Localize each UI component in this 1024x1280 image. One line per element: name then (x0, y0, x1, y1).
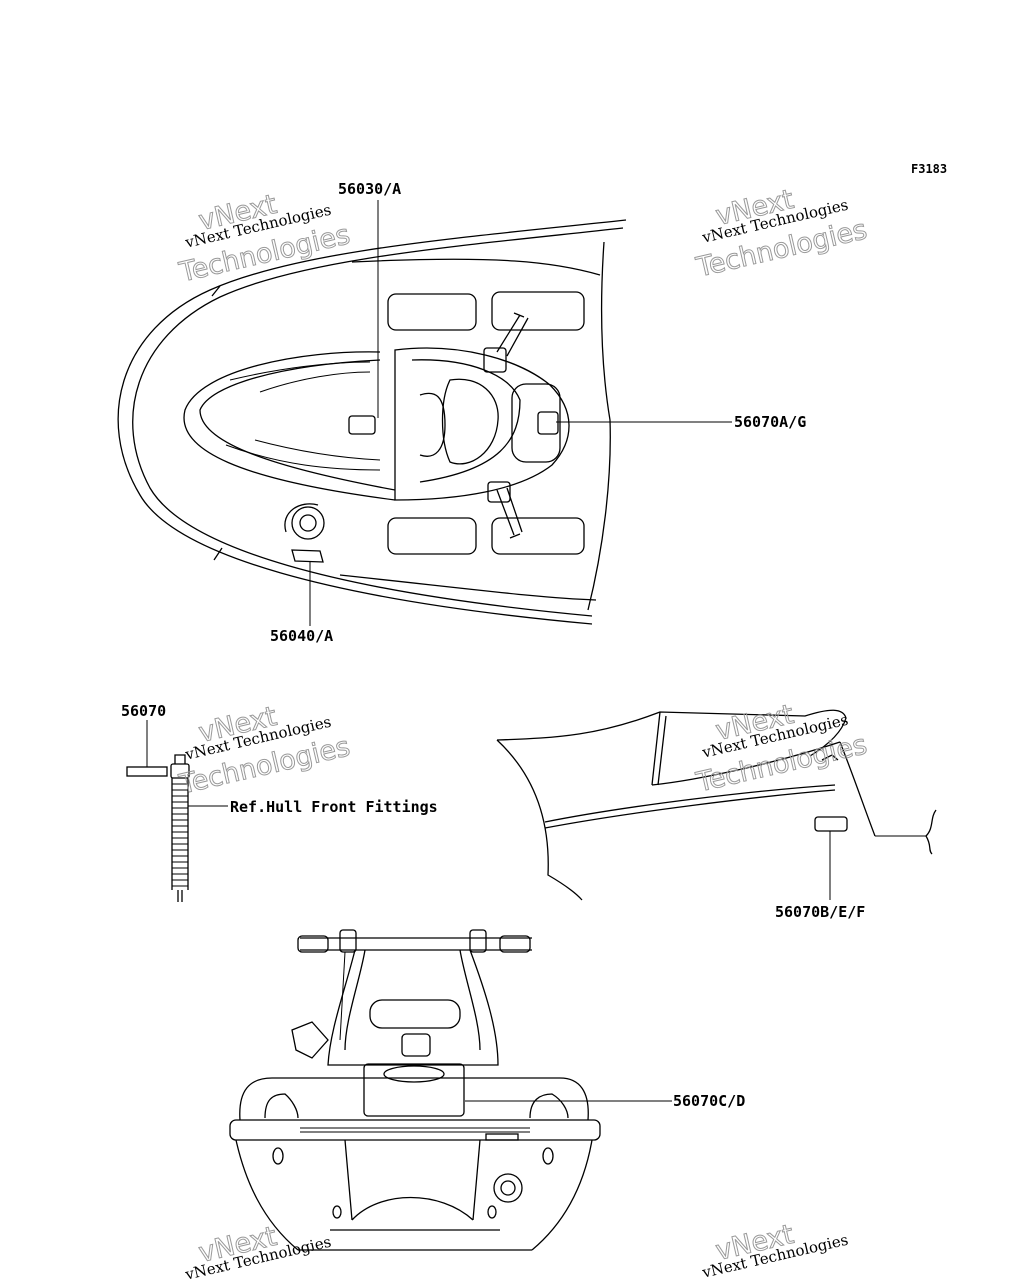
watermark-middle-right: vNext vNext Technologies Technologies (692, 698, 870, 799)
side-view-drawing (496, 709, 937, 901)
callout-56070b-e-f: 56070B/E/F (775, 903, 865, 921)
watermark-bottom-right: vNext vNext Technologies (700, 1218, 850, 1280)
watermark-middle-left: vNext vNext Technologies Technologies (175, 700, 353, 801)
callout-ref-hull-front-fittings: Ref.Hull Front Fittings (230, 798, 438, 816)
callout-56070a-g: 56070A/G (734, 413, 806, 431)
figure-code: F3183 (911, 162, 947, 176)
rear-view-drawing (229, 929, 672, 1251)
hull-fitting-drawing (126, 720, 228, 902)
callout-56030-a: 56030/A (338, 180, 401, 198)
callout-56070c-d: 56070C/D (673, 1092, 745, 1110)
watermark-top-left: vNext vNext Technologies Technologies (175, 188, 353, 289)
top-view-drawing (117, 200, 732, 626)
callout-56070: 56070 (121, 702, 166, 720)
watermark-bottom-left: vNext vNext Technologies (183, 1220, 333, 1280)
watermark-top-right: vNext vNext Technologies Technologies (692, 183, 870, 284)
callout-56040-a: 56040/A (270, 627, 333, 645)
